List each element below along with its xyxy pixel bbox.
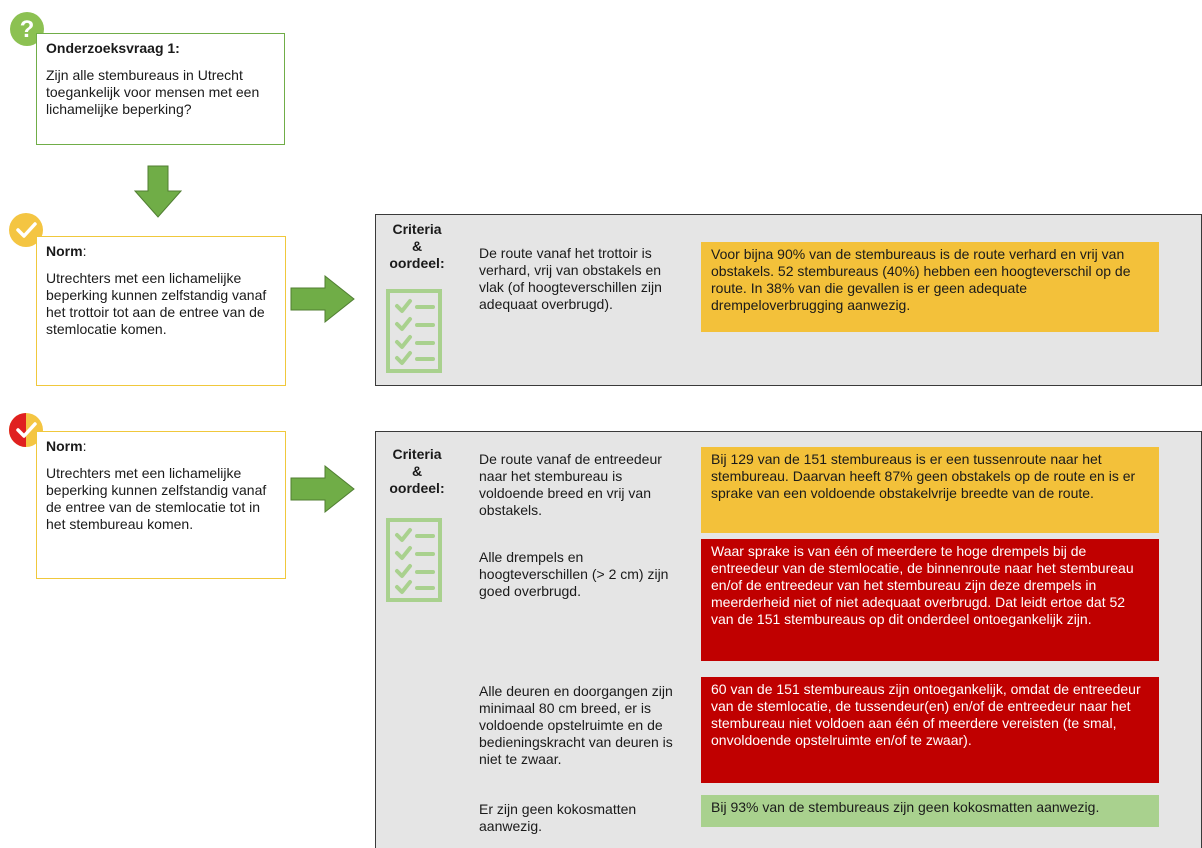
arrow-right-icon [290,465,355,513]
arrow-right-icon [290,275,355,323]
criterion-text: De route vanaf de entreedeur naar het st… [479,451,662,518]
judgement-box-yellow: Bij 129 van de 151 stembureaus is er een… [701,447,1159,533]
question-mark-icon: ? [10,12,44,46]
criterion-text: Alle deuren en doorgangen zijn minimaal … [479,683,673,767]
arrow-down-icon [133,165,183,218]
criterion-text: De route vanaf het trottoir is verhard, … [479,245,662,312]
judgement-box-red: Waar sprake is van één of meerdere te ho… [701,539,1159,661]
judgement-box-yellow: Voor bijna 90% van de stembureaus is de … [701,242,1159,332]
research-question-title: Onderzoeksvraag 1: [46,40,180,56]
check-circle-half-red-icon [8,412,44,448]
norm-2-text: Utrechters met een lichamelijke beperkin… [46,465,267,532]
criteria-label-line3: oordeel: [389,480,445,496]
criteria-label-2: Criteria & oordeel: [382,446,452,497]
criteria-label-line2: & [411,238,423,254]
research-question-box: Onderzoeksvraag 1: Zijn alle stembureaus… [36,33,285,145]
research-question-text: Zijn alle stembureaus in Utrecht toegank… [46,67,260,117]
check-circle-icon [8,212,44,248]
norm-1-label: Norm [46,243,83,259]
norm-1-colon: : [82,243,87,259]
criteria-panel-1: Criteria & oordeel: De route vanaf het t… [375,214,1202,386]
criterion-text: Alle drempels en hoogteverschillen (> 2 … [479,549,669,599]
norm-2-box: Norm: Utrechters met een lichamelijke be… [36,431,286,579]
criteria-label-1: Criteria & oordeel: [382,221,452,272]
criteria-label-line1: Criteria [392,221,442,237]
judgement-box-green: Bij 93% van de stembureaus zijn geen kok… [701,795,1159,827]
judgement-box-red: 60 van de 151 stembureaus zijn ontoegank… [701,677,1159,783]
norm-2-title: Norm: [46,438,276,455]
criteria-label-line1: Criteria [392,446,442,462]
criteria-panel-2: Criteria & oordeel: De route vanaf de en… [375,431,1202,848]
norm-1-box: Norm: Utrechters met een lichamelijke be… [36,236,286,386]
criterion-text: Er zijn geen kokosmatten aanwezig. [479,801,637,834]
norm-1-text: Utrechters met een lichamelijke beperkin… [46,270,267,337]
norm-1-title: Norm: [46,243,276,260]
criteria-label-line3: oordeel: [389,255,445,271]
norm-2-label: Norm [46,438,83,454]
norm-2-colon: : [82,438,87,454]
checklist-icon [386,289,442,373]
checklist-icon [386,518,442,602]
criteria-label-line2: & [411,463,423,479]
